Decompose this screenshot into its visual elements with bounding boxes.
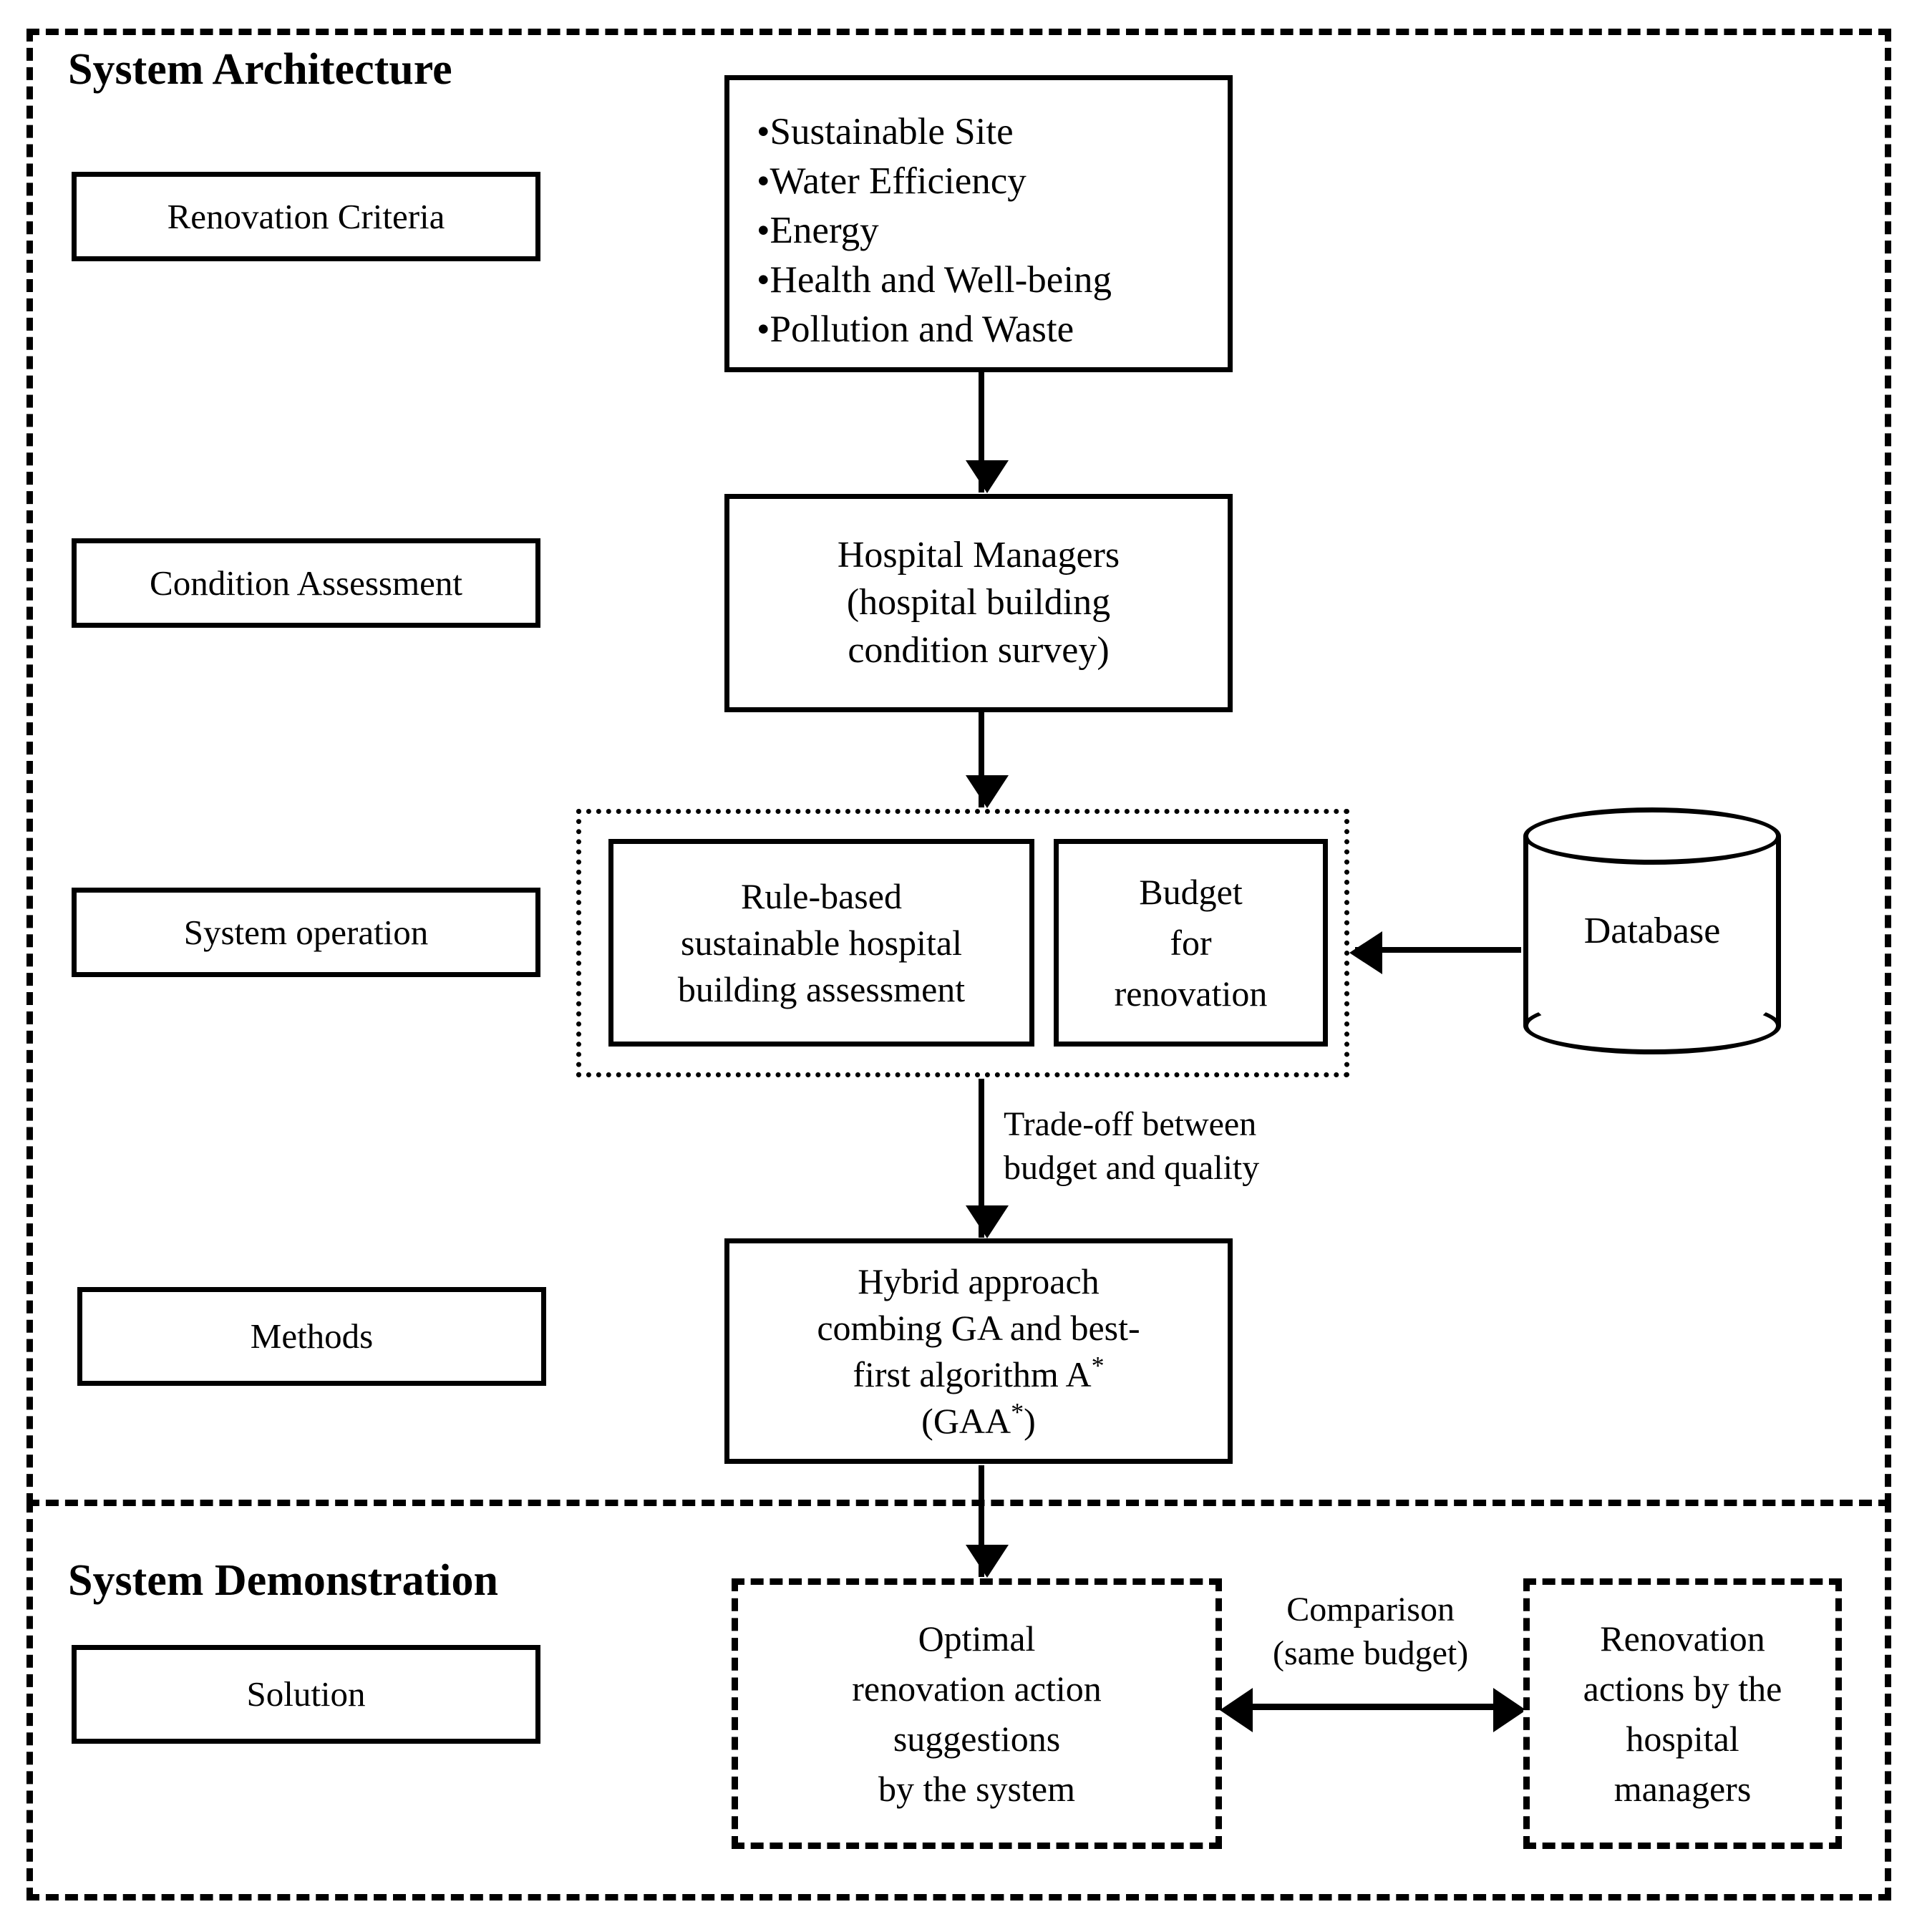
- rule-based-assessment-box: Rule-based sustainable hospital building…: [608, 839, 1034, 1047]
- acronym-open: (GAA: [921, 1400, 1011, 1441]
- box-line: first algorithm A*: [853, 1351, 1104, 1398]
- cylinder-top-ellipse: [1523, 807, 1781, 865]
- box-line: Hospital Managers: [837, 534, 1120, 576]
- hospital-managers-box: Hospital Managers (hospital building con…: [724, 494, 1233, 712]
- stage-label-text: System operation: [183, 912, 429, 952]
- cylinder-bottom-ellipse: [1523, 997, 1781, 1054]
- manager-renovation-actions-box: Renovation actions by the hospital manag…: [1523, 1578, 1842, 1849]
- box-line: managers: [1613, 1769, 1752, 1809]
- stage-label-methods: Methods: [77, 1287, 546, 1386]
- box-line: Budget: [1139, 871, 1243, 912]
- tradeoff-label-line2: budget and quality: [1004, 1149, 1260, 1188]
- section-divider: [26, 1500, 1891, 1506]
- stage-label-text: Renovation Criteria: [167, 196, 445, 236]
- stage-label-solution: Solution: [72, 1645, 540, 1744]
- tradeoff-label-line1: Trade-off between: [1004, 1105, 1257, 1143]
- box-line: (GAA*): [921, 1398, 1036, 1445]
- stage-label-text: Methods: [250, 1316, 374, 1356]
- arrow-database-to-budget: [1349, 931, 1521, 974]
- box-line: Optimal: [918, 1618, 1036, 1659]
- criteria-bullet: •Health and Well-being: [757, 258, 1112, 301]
- box-line: Rule-based: [741, 875, 902, 916]
- box-line: (hospital building: [846, 582, 1111, 623]
- box-line: renovation: [1114, 973, 1268, 1014]
- database-cylinder: Database: [1523, 807, 1781, 1054]
- criteria-bullet: •Pollution and Waste: [757, 308, 1074, 350]
- stage-label-system-operation: System operation: [72, 888, 540, 977]
- box-line: combing GA and best-: [817, 1307, 1140, 1348]
- budget-for-renovation-box: Budget for renovation: [1054, 839, 1328, 1047]
- box-line: for: [1170, 922, 1212, 963]
- comparison-label: Comparison (same budget): [1273, 1588, 1468, 1676]
- box-line: condition survey): [848, 629, 1110, 671]
- stage-label-text: Condition Assessment: [150, 563, 462, 603]
- optimal-renovation-suggestions-box: Optimal renovation action suggestions by…: [732, 1578, 1222, 1849]
- tradeoff-label: Trade-off between budget and quality: [1004, 1102, 1259, 1190]
- stage-label-text: Solution: [246, 1674, 366, 1714]
- hybrid-approach-box: Hybrid approach combing GA and best- fir…: [724, 1238, 1233, 1464]
- stage-label-condition-assessment: Condition Assessment: [72, 538, 540, 628]
- cylinder-body: [1523, 836, 1781, 1026]
- renovation-criteria-box: •Sustainable Site •Water Efficiency •Ene…: [724, 75, 1233, 372]
- arrow-comparison-double: [1220, 1688, 1526, 1732]
- box-line: Hybrid approach: [858, 1261, 1100, 1301]
- criteria-bullet: •Water Efficiency: [757, 160, 1027, 202]
- arrow-managers-to-operation: [966, 712, 1009, 808]
- stage-label-renovation-criteria: Renovation Criteria: [72, 172, 540, 261]
- box-line: suggestions: [893, 1719, 1061, 1759]
- criteria-bullet: •Energy: [757, 209, 879, 251]
- box-line: sustainable hospital: [681, 922, 962, 963]
- box-line: actions by the: [1583, 1669, 1782, 1709]
- system-architecture-heading: System Architecture: [68, 45, 452, 94]
- asterisk-superscript: *: [1011, 1397, 1024, 1426]
- comparison-label-line2: (same budget): [1273, 1634, 1469, 1673]
- box-line: renovation action: [852, 1669, 1102, 1709]
- system-demonstration-frame: [26, 1500, 1891, 1901]
- acronym-close: ): [1024, 1400, 1036, 1441]
- box-line: by the system: [878, 1769, 1075, 1809]
- comparison-label-line1: Comparison: [1286, 1591, 1455, 1628]
- asterisk-superscript: *: [1091, 1350, 1105, 1379]
- database-label: Database: [1583, 911, 1721, 951]
- arrow-hybrid-to-optimal: [966, 1465, 1009, 1578]
- system-demonstration-heading: System Demonstration: [68, 1556, 498, 1605]
- arrow-criteria-to-managers: [966, 372, 1009, 493]
- arrow-operation-to-hybrid: [966, 1079, 1009, 1238]
- box-line: hospital: [1626, 1719, 1739, 1759]
- box-line: building assessment: [677, 969, 966, 1009]
- criteria-bullet: •Sustainable Site: [757, 111, 1014, 152]
- box-line: Renovation: [1600, 1618, 1765, 1659]
- algorithm-name: first algorithm A: [853, 1354, 1092, 1394]
- system-architecture-frame: [26, 29, 1891, 1506]
